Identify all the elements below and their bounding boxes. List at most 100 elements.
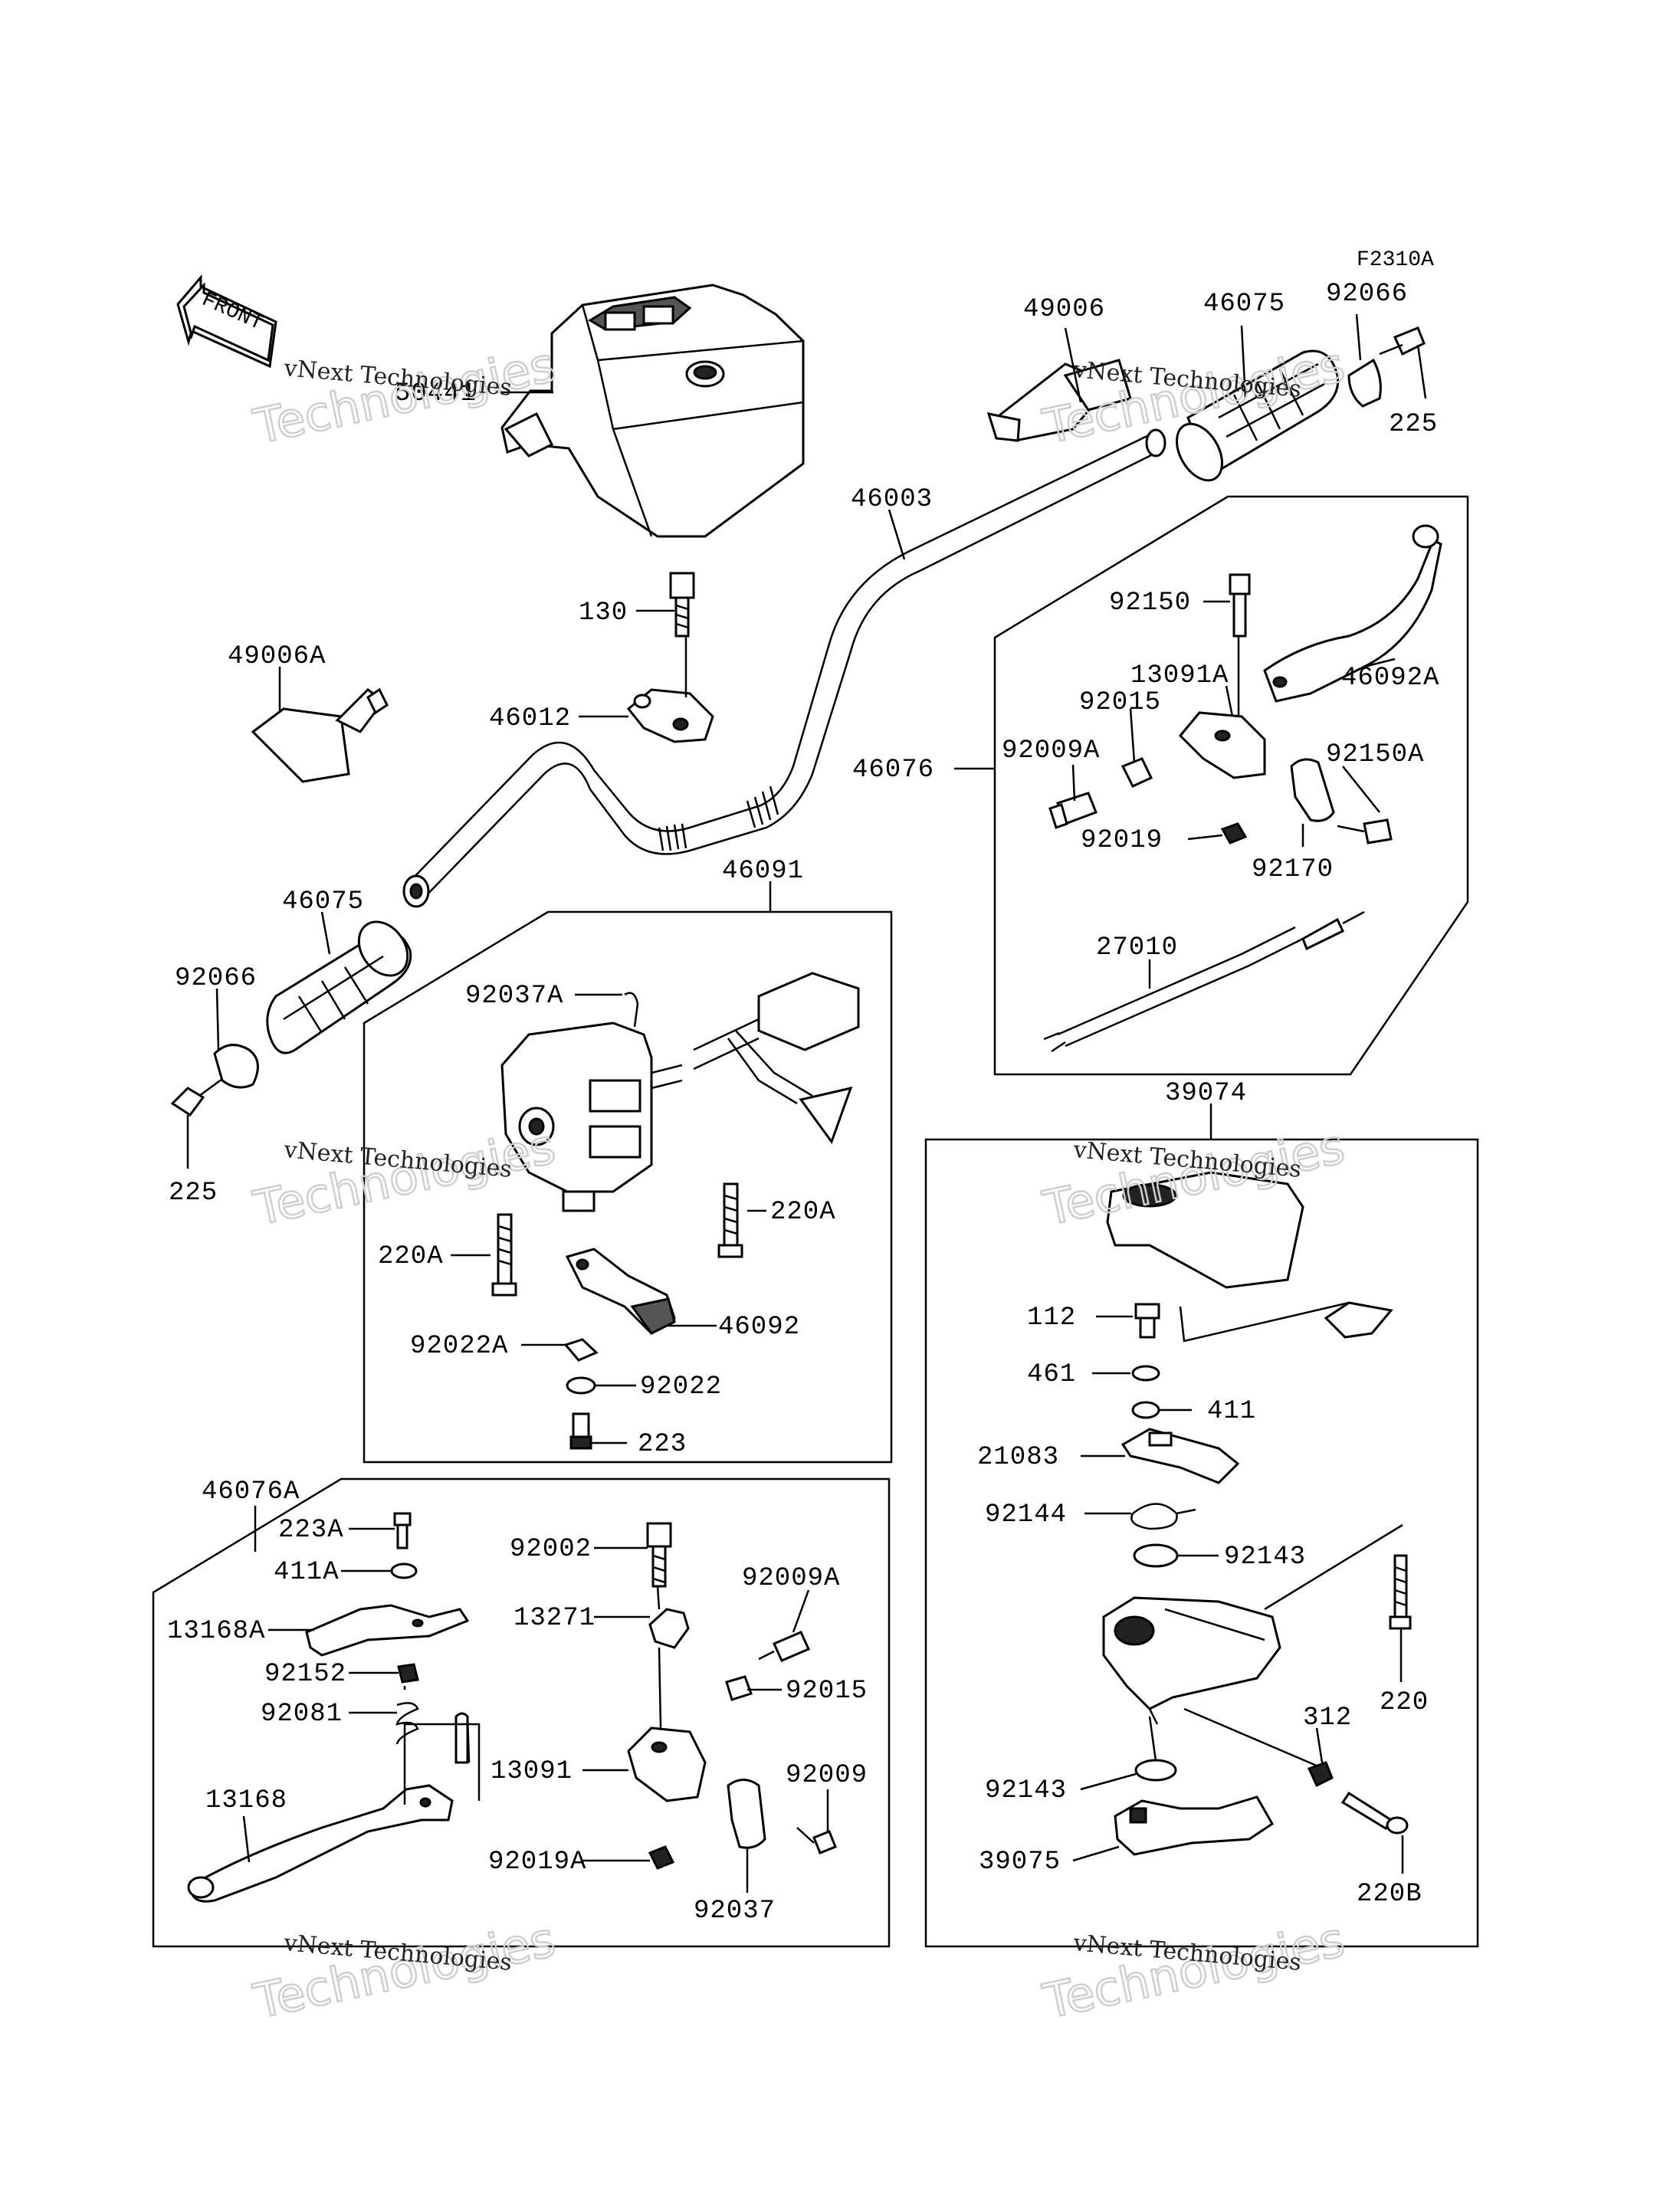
part-92015-nut-lower bbox=[725, 1675, 753, 1701]
part-39074-throttle-case bbox=[1102, 1596, 1281, 1725]
label-46091: 46091 bbox=[722, 857, 804, 886]
part-labels: 50441 49006 46075 92066 225 46003 130 46… bbox=[167, 280, 1439, 1926]
label-223A: 223A bbox=[278, 1516, 344, 1545]
part-49006-boot bbox=[986, 359, 1132, 442]
part-411A-washer bbox=[390, 1562, 418, 1579]
label-411: 411 bbox=[1207, 1397, 1256, 1426]
part-92002-bolt bbox=[646, 1522, 672, 1588]
label-92009: 92009 bbox=[786, 1761, 868, 1790]
label-92143-top: 92143 bbox=[1224, 1543, 1306, 1572]
label-92009A: 92009A bbox=[1002, 736, 1100, 766]
part-223-screw bbox=[569, 1412, 592, 1450]
label-225-left: 225 bbox=[169, 1179, 218, 1208]
label-50441: 50441 bbox=[395, 379, 477, 408]
label-92143-bottom: 92143 bbox=[985, 1776, 1067, 1805]
label-13091: 13091 bbox=[491, 1757, 573, 1786]
part-92009A-screw-lower bbox=[758, 1631, 810, 1662]
label-13168: 13168 bbox=[205, 1786, 287, 1815]
part-46003-handlebar bbox=[402, 428, 1166, 908]
part-13271-bracket bbox=[648, 1608, 690, 1649]
part-46091-wire-connector bbox=[693, 972, 860, 1145]
label-92152: 92152 bbox=[264, 1660, 346, 1689]
label-13091A: 13091A bbox=[1130, 661, 1229, 690]
leader-13168-box bbox=[403, 1686, 481, 1805]
label-223: 223 bbox=[638, 1430, 687, 1459]
part-13168A-bracket bbox=[305, 1604, 470, 1657]
label-21083: 21083 bbox=[977, 1443, 1059, 1472]
part-92066-bar-end-left bbox=[213, 1044, 259, 1089]
part-46012-clamp bbox=[626, 688, 714, 743]
part-46075-left-grip bbox=[266, 920, 412, 1054]
part-46075-right-grip bbox=[1176, 349, 1340, 482]
label-39075: 39075 bbox=[979, 1848, 1061, 1877]
label-92066-left: 92066 bbox=[175, 964, 257, 993]
label-46075-top: 46075 bbox=[1203, 290, 1285, 319]
part-220-screw bbox=[1389, 1554, 1412, 1630]
label-46003: 46003 bbox=[851, 485, 933, 514]
part-46092-lever bbox=[565, 1248, 676, 1335]
part-92143-seal-top bbox=[1133, 1543, 1179, 1568]
leader-39074-bracket bbox=[1179, 1301, 1350, 1343]
label-220B: 220B bbox=[1357, 1880, 1422, 1909]
box-46076 bbox=[993, 495, 1469, 1076]
part-225-screw-top bbox=[1379, 326, 1426, 356]
label-92066-top: 92066 bbox=[1326, 280, 1408, 309]
label-130: 130 bbox=[579, 598, 628, 628]
part-92022A-washer bbox=[563, 1338, 599, 1362]
label-46092A: 46092A bbox=[1341, 664, 1439, 693]
label-46076: 46076 bbox=[852, 756, 934, 785]
part-92143-seal-bottom bbox=[1134, 1759, 1177, 1782]
part-220A-screw-left bbox=[491, 1213, 517, 1297]
label-411A: 411A bbox=[274, 1558, 340, 1587]
label-39074: 39074 bbox=[1165, 1079, 1247, 1108]
label-27010: 27010 bbox=[1096, 933, 1178, 962]
label-92037A: 92037A bbox=[465, 982, 563, 1011]
label-112: 112 bbox=[1027, 1303, 1076, 1333]
label-92015: 92015 bbox=[1079, 688, 1161, 717]
label-92019A: 92019A bbox=[488, 1848, 586, 1877]
label-92170: 92170 bbox=[1252, 855, 1334, 884]
part-92170-collar bbox=[1290, 758, 1335, 822]
part-13168-lever bbox=[187, 1712, 471, 1903]
part-21083-plate bbox=[1121, 1428, 1240, 1484]
label-225-top: 225 bbox=[1389, 410, 1438, 439]
part-112-bolt bbox=[1134, 1303, 1160, 1339]
label-13271: 13271 bbox=[514, 1604, 596, 1633]
part-13091A-bracket bbox=[1178, 711, 1266, 779]
part-49006A-boot bbox=[251, 687, 389, 783]
part-46092A-lever bbox=[1263, 524, 1442, 703]
box-39074 bbox=[924, 1138, 1479, 1948]
watermark-bg-5: Technologies bbox=[249, 1911, 560, 2029]
part-411-washer bbox=[1131, 1401, 1160, 1419]
label-49006A: 49006A bbox=[228, 642, 326, 671]
part-50441-housing bbox=[500, 284, 805, 538]
label-46075-left: 46075 bbox=[282, 887, 364, 917]
box-46091 bbox=[363, 910, 893, 1464]
part-92066-bar-end-top bbox=[1347, 358, 1382, 408]
part-92150-bolt bbox=[1229, 573, 1251, 638]
label-46012: 46012 bbox=[489, 704, 571, 733]
part-220A-screw-right bbox=[717, 1182, 743, 1258]
label-92150A: 92150A bbox=[1326, 740, 1424, 769]
part-92037-collar bbox=[727, 1779, 766, 1849]
part-92009A-screw bbox=[1048, 792, 1098, 829]
part-92019-nut bbox=[1220, 822, 1248, 844]
box-46076A bbox=[152, 1477, 891, 1948]
part-13091-bracket bbox=[627, 1726, 707, 1802]
part-223A-bolt bbox=[393, 1512, 412, 1549]
label-92015-lower: 92015 bbox=[786, 1677, 868, 1706]
label-220A-left: 220A bbox=[378, 1242, 444, 1271]
part-46091-switch-housing bbox=[500, 1021, 683, 1212]
label-92081: 92081 bbox=[261, 1700, 343, 1729]
label-220A-right: 220A bbox=[770, 1198, 836, 1227]
label-92022: 92022 bbox=[640, 1372, 722, 1402]
label-13168A: 13168A bbox=[167, 1617, 265, 1646]
part-92022-washer bbox=[566, 1376, 596, 1395]
part-39075-lever bbox=[1114, 1795, 1274, 1856]
label-220: 220 bbox=[1380, 1688, 1429, 1717]
part-225-screw-left bbox=[170, 1077, 223, 1117]
part-461-washer bbox=[1131, 1365, 1160, 1382]
diagram-code: F2310A bbox=[1357, 248, 1434, 272]
